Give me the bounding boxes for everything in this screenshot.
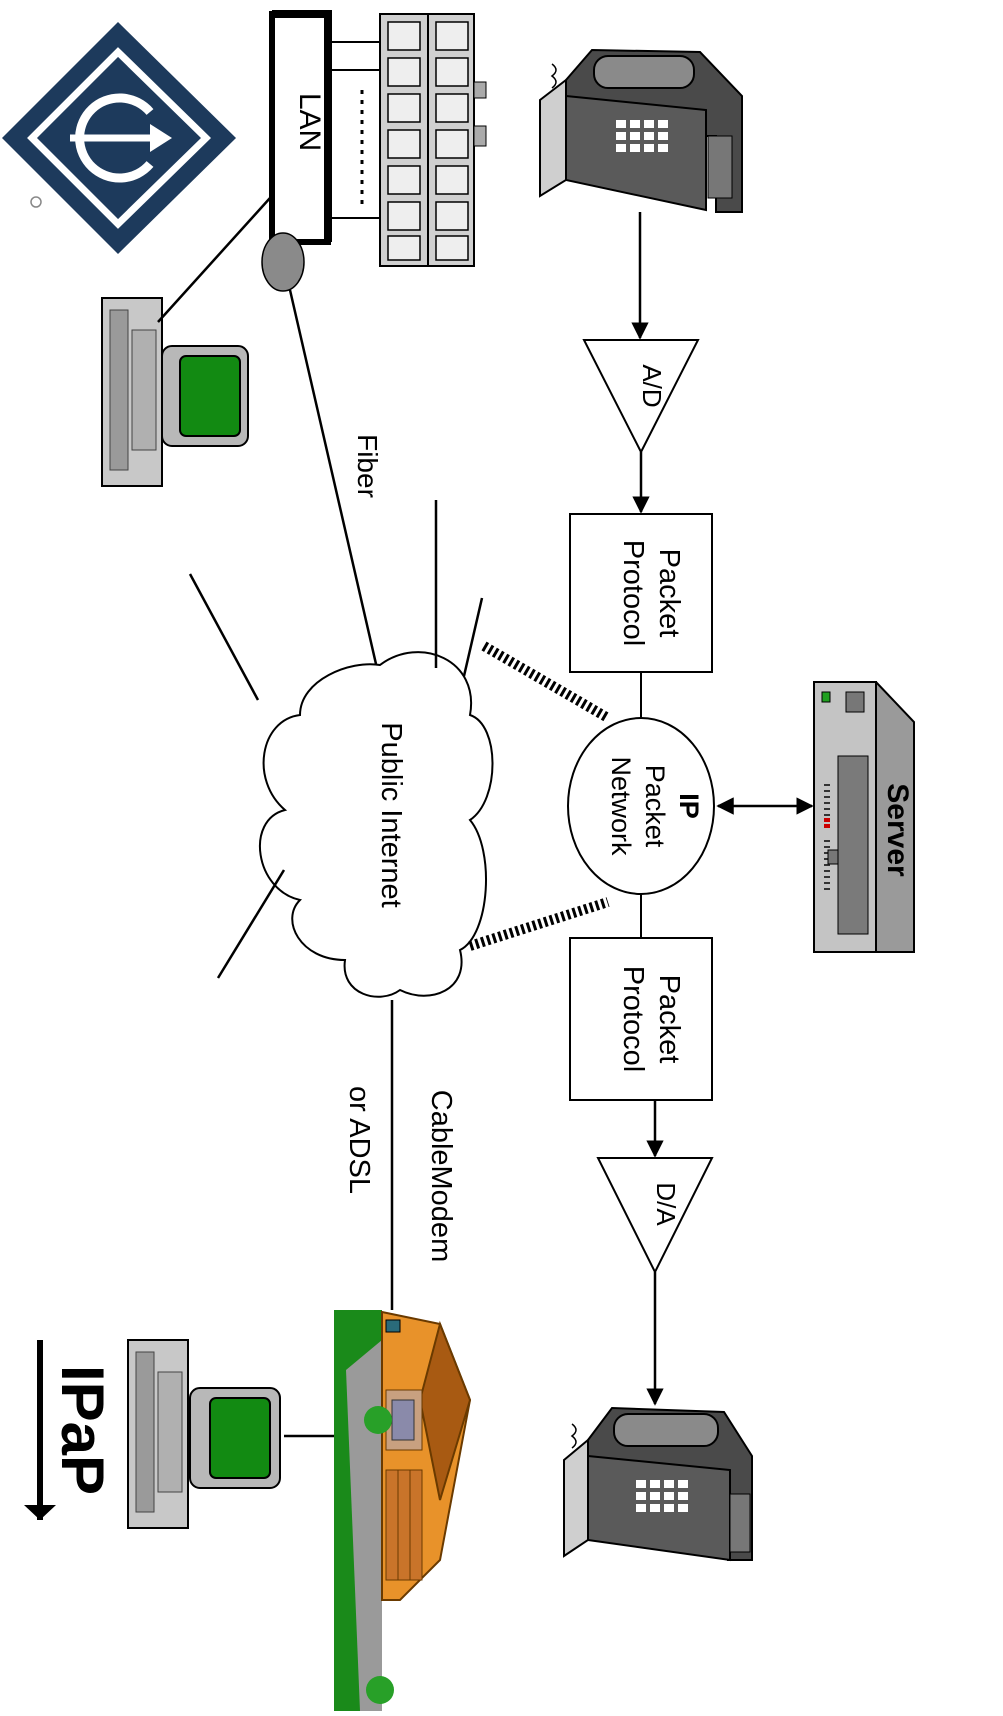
packet-protocol-box-bottom: Packet Protocol xyxy=(569,937,713,1101)
ad-converter: A/D xyxy=(582,339,700,455)
ad-label: A/D xyxy=(637,364,667,407)
packet-protocol-top-line1: Packet xyxy=(653,549,685,638)
cablemodem-label: CableModem xyxy=(425,1090,457,1262)
packet-protocol-bottom-line1: Packet xyxy=(653,975,685,1064)
public-internet-cloud: Public Internet xyxy=(259,651,494,998)
lan-segment: LAN xyxy=(269,10,380,245)
telephone-icon-bottom xyxy=(563,1406,753,1562)
home-computer-icon xyxy=(127,1339,281,1529)
telephone-icon xyxy=(539,48,743,213)
fiber-link xyxy=(288,289,378,665)
ip-packet-network: IP Packet Network xyxy=(567,717,715,895)
ip-label: IP xyxy=(674,793,704,819)
house-icon xyxy=(334,1310,472,1711)
packet-protocol-top-line2: Protocol xyxy=(617,540,649,646)
lan-label: LAN xyxy=(293,93,326,151)
ipap-logo-text: IPaP xyxy=(49,1365,116,1495)
office-building-icon xyxy=(379,13,487,267)
server-label: Server xyxy=(881,783,914,877)
public-internet-label: Public Internet xyxy=(375,722,407,907)
adsl-label: or ADSL xyxy=(343,1086,375,1194)
packet-protocol-box-top: Packet Protocol xyxy=(569,513,713,673)
fiber-label: Fiber xyxy=(352,434,383,498)
ipap-logo: IPaP xyxy=(24,1340,116,1520)
da-converter: D/A xyxy=(596,1157,714,1275)
packet-protocol-bottom-line2: Protocol xyxy=(617,966,649,1072)
ip-packet-label: Packet xyxy=(640,765,670,848)
router-node xyxy=(261,232,305,292)
ip-network-label: Network xyxy=(606,756,636,856)
desktop-computer-icon xyxy=(101,297,249,487)
company-logo xyxy=(2,22,236,254)
server-icon: Server xyxy=(813,681,915,953)
da-label: D/A xyxy=(651,1182,681,1226)
